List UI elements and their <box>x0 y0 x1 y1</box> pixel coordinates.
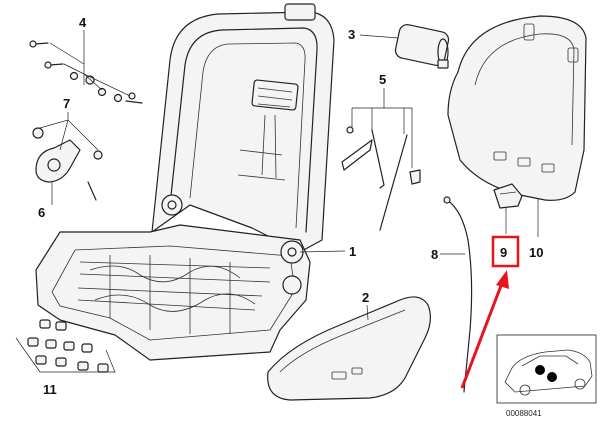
vehicle-locator-thumbnail <box>496 334 597 404</box>
callout-11: 11 <box>43 382 57 397</box>
linkage-rods[interactable] <box>341 126 421 231</box>
leader-lines <box>39 30 539 321</box>
control-cable[interactable] <box>443 196 473 393</box>
fastener-set[interactable] <box>15 319 116 373</box>
callout-8: 8 <box>431 247 438 262</box>
callout-9-highlight-box <box>491 235 520 268</box>
callout-labels: 1 2 3 4 5 6 7 8 9 10 11 <box>38 15 543 397</box>
callout-7: 7 <box>63 96 70 111</box>
callout-6: 6 <box>38 205 45 220</box>
callout-2: 2 <box>362 290 369 305</box>
seat-location-dot-front <box>535 365 545 375</box>
backrest-rear-cover[interactable] <box>447 15 587 201</box>
seat-location-dot-rear <box>547 372 557 382</box>
side-trim-panel[interactable] <box>267 296 431 401</box>
callout-3: 3 <box>348 27 355 42</box>
red-pointer-arrow <box>460 270 509 389</box>
seat-frame[interactable] <box>35 3 335 361</box>
cover-clip[interactable] <box>493 183 523 209</box>
adjustment-motor[interactable] <box>394 23 450 69</box>
callout-9: 9 <box>500 245 507 260</box>
callout-5: 5 <box>379 72 386 87</box>
callout-1: 1 <box>349 244 356 259</box>
callout-10: 10 <box>529 245 543 260</box>
recliner-lever[interactable] <box>32 127 103 201</box>
callout-4: 4 <box>79 15 87 30</box>
diagram-id: 00088041 <box>506 409 542 418</box>
